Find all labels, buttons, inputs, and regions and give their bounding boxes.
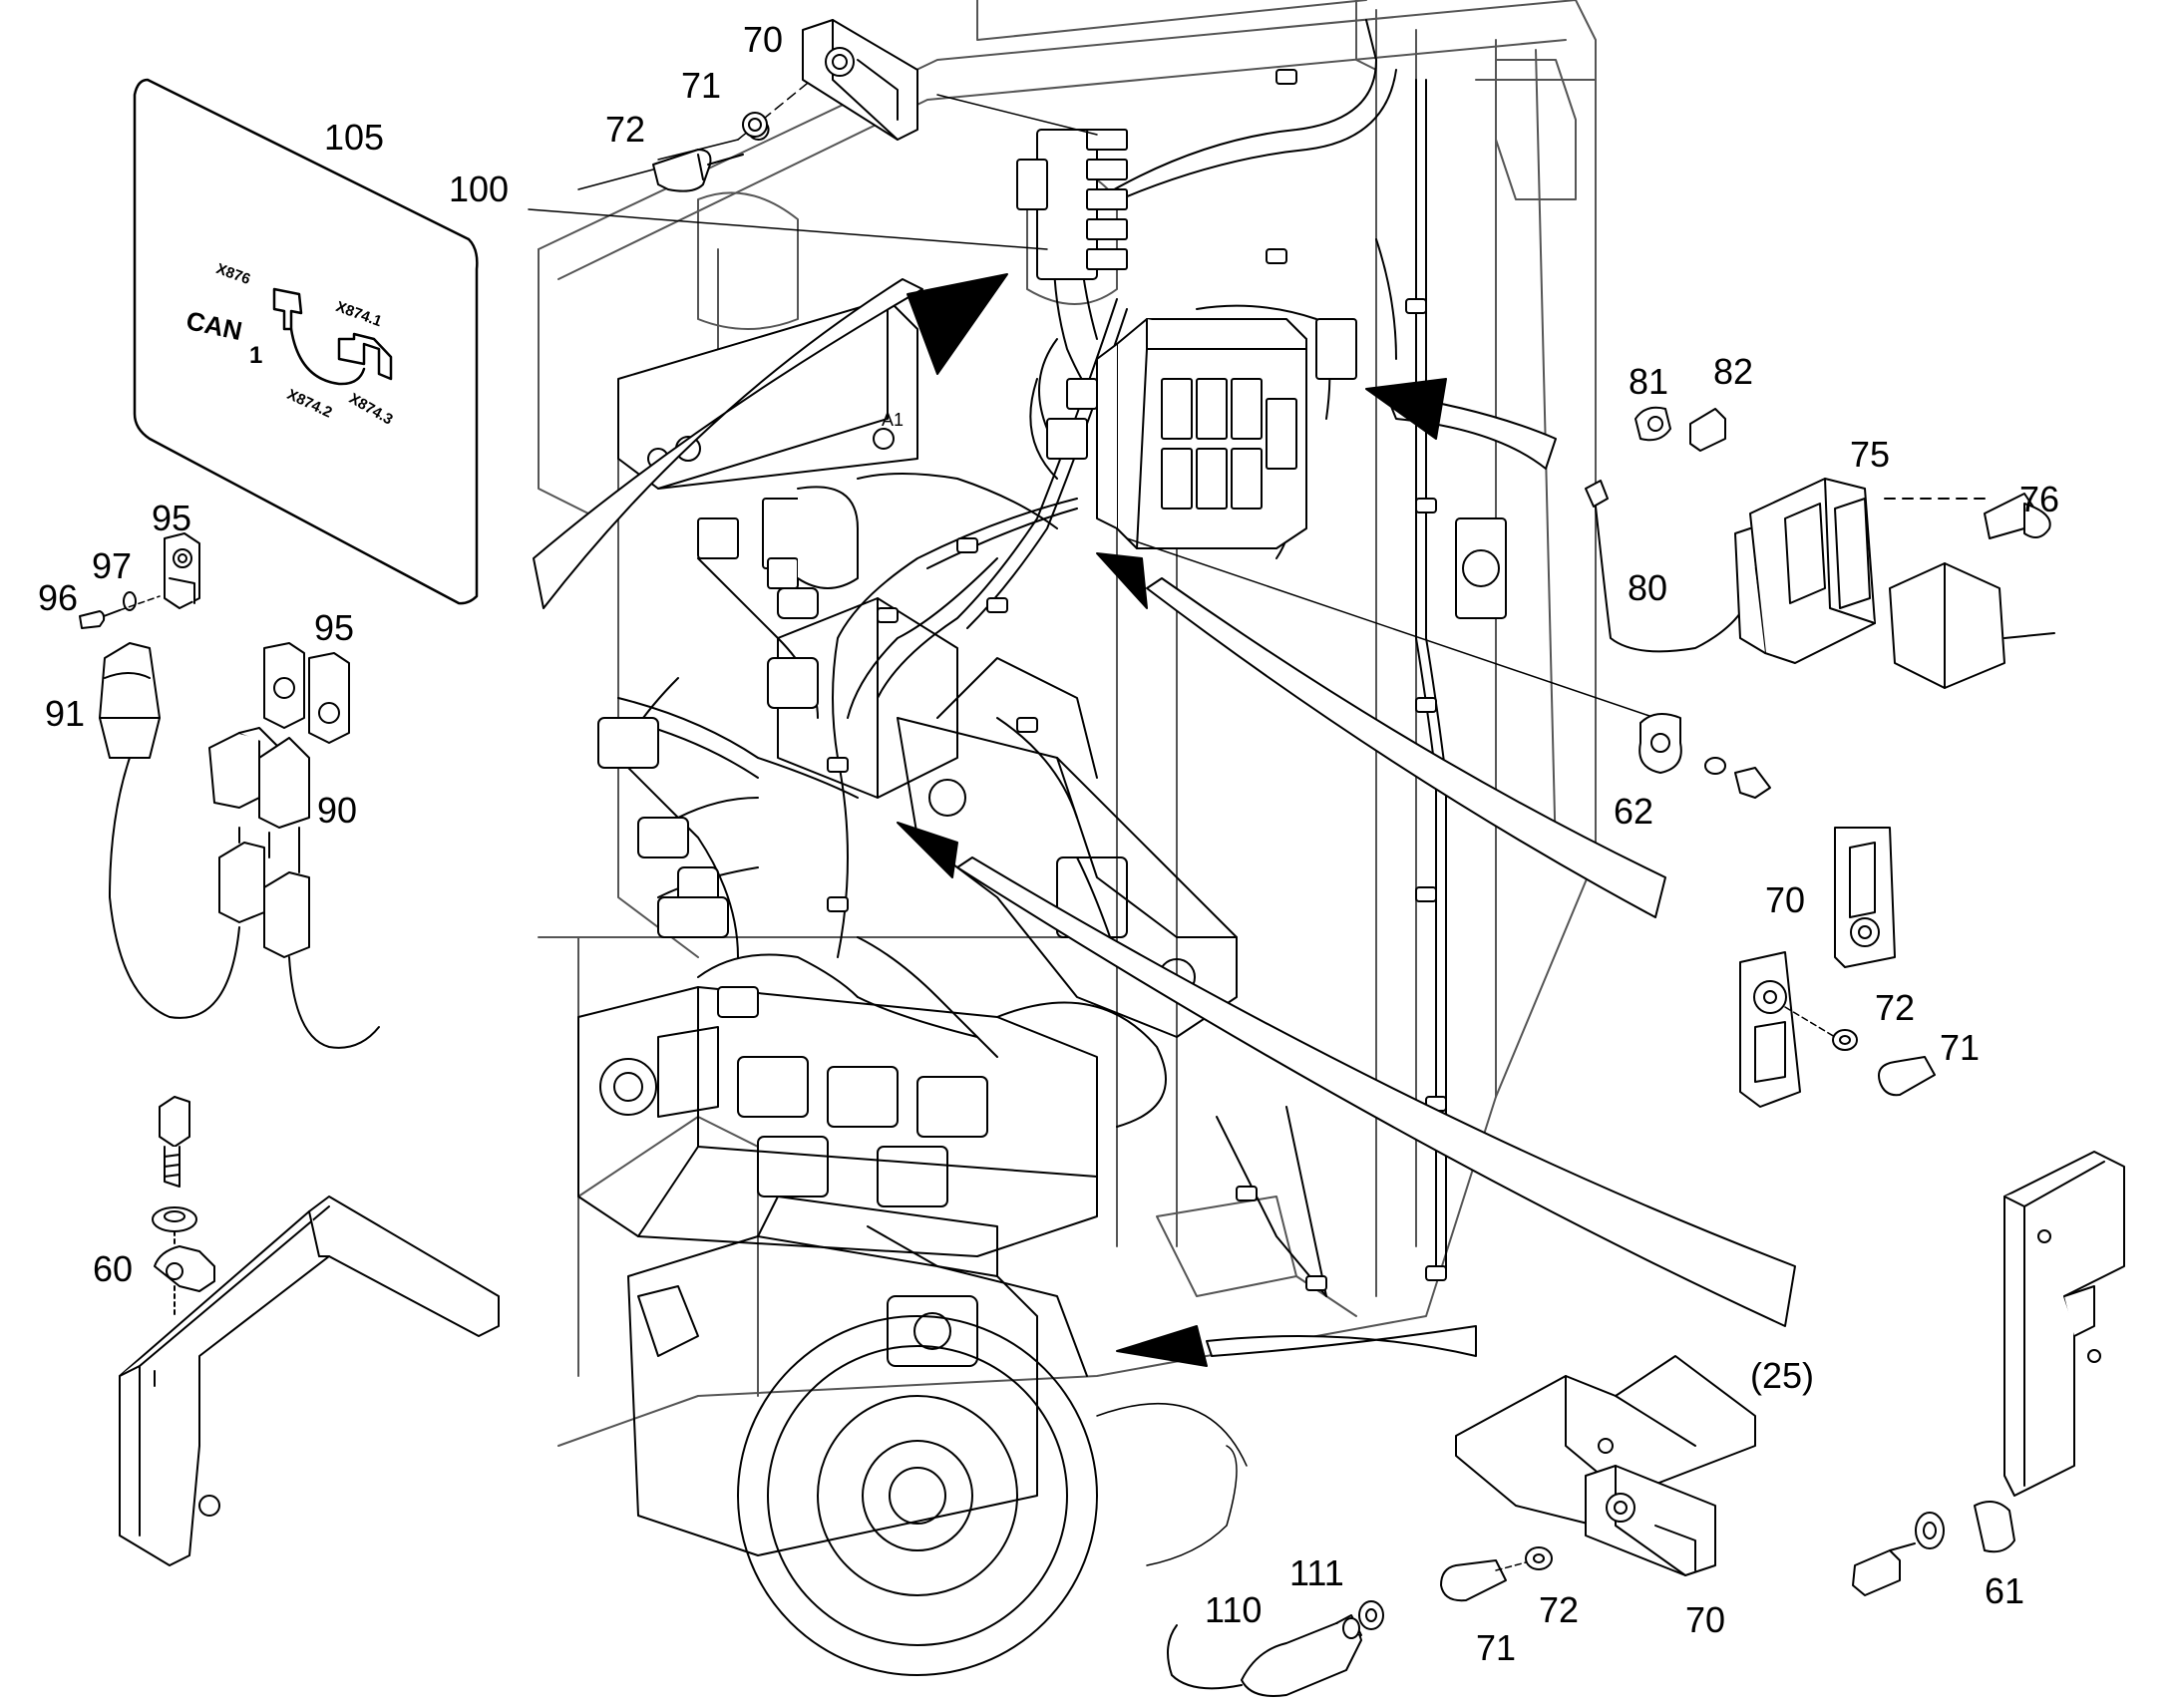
bracket-70-right [1739, 827, 1936, 1108]
module-75-group [1585, 406, 2055, 689]
callout-110: 110 [1205, 1589, 1263, 1630]
callout-111: 111 [1289, 1552, 1344, 1593]
cable-connectors [597, 587, 819, 1018]
callout-71-right: 71 [1940, 1027, 1981, 1068]
pointer-arrows [533, 273, 1796, 1367]
callout-71-bottom: 71 [1476, 1627, 1517, 1668]
callout-62: 62 [1614, 791, 1654, 832]
callout-61: 61 [1985, 1570, 2025, 1611]
callout-95-upper: 95 [152, 498, 192, 538]
callout-72-right: 72 [1875, 987, 1916, 1028]
callout-105: 105 [324, 117, 385, 158]
callout-72-bottom: 72 [1539, 1589, 1580, 1630]
callout-72-top: 72 [605, 109, 646, 150]
bracket-70-top [652, 19, 918, 192]
callout-96: 96 [38, 577, 79, 618]
callout-97: 97 [92, 545, 133, 586]
callout-95-lower: 95 [314, 607, 355, 648]
callout-75: 75 [1850, 434, 1891, 475]
plate-can-number: 1 [249, 342, 263, 369]
callout-70-right: 70 [1765, 879, 1806, 920]
sensor-110 [1167, 1600, 1384, 1697]
callout-70-bottom: 70 [1685, 1599, 1726, 1640]
callout-71-top: 71 [681, 65, 722, 106]
harness-clips [827, 69, 1447, 1291]
clip-62 [1638, 713, 1771, 799]
clip-95-group [79, 532, 350, 744]
callout-91: 91 [45, 693, 86, 734]
module-label-a1: A1 [882, 410, 905, 430]
callout-25: (25) [1750, 1355, 1815, 1396]
callout-80: 80 [1628, 567, 1668, 608]
bracket-70-bottom [1440, 1355, 1756, 1602]
callout-70-top: 70 [743, 19, 784, 60]
label-plate-105 [133, 78, 479, 605]
relay-modules [697, 486, 1507, 619]
plug-90-91-group [99, 642, 380, 1049]
motor-pump [627, 1196, 1098, 1676]
callout-90: 90 [317, 790, 358, 831]
bracket-60 [119, 1096, 500, 1566]
connector-bank [1016, 129, 1357, 460]
callout-81: 81 [1629, 361, 1669, 402]
callout-82: 82 [1713, 351, 1754, 392]
callout-100: 100 [449, 169, 510, 209]
callout-76: 76 [2019, 479, 2060, 519]
control-module [1096, 318, 1307, 549]
leader-lines [528, 74, 1656, 1566]
callout-60: 60 [93, 1248, 134, 1289]
hydraulic-valve-block [577, 986, 1167, 1257]
bracket-61 [1852, 1151, 2125, 1596]
